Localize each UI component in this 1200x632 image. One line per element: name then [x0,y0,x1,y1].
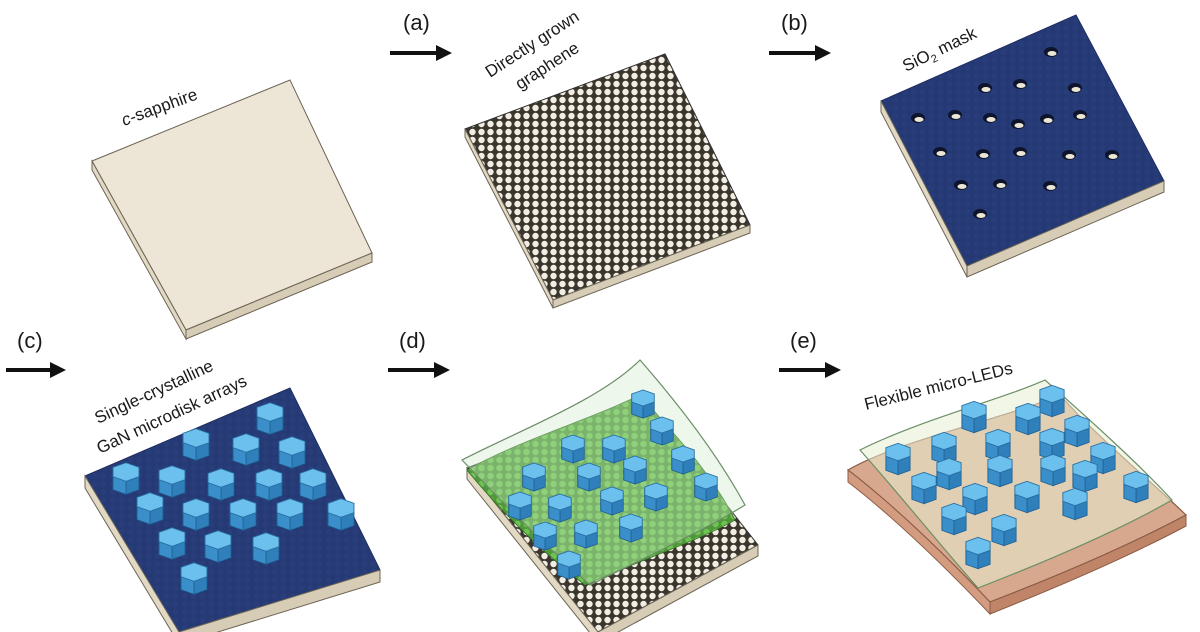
gan-microdisk [182,498,210,531]
transferred-microdisk [561,434,585,464]
transferred-microdisk [694,472,718,502]
mask-hole [1040,114,1054,124]
flexible-micro-led [1015,402,1041,436]
mask-hole [1073,110,1087,120]
gan-microdisk [158,527,186,560]
step-label-e: (e) [790,328,817,353]
transferred-microdisk [671,445,695,475]
flexible-micro-led [931,431,957,465]
transferred-microdisk-array [508,389,718,580]
flexible-micro-led [941,502,967,536]
graphene-substrate [464,53,751,309]
flexible-micro-led [911,471,937,505]
mask-hole [954,180,968,190]
gan-array-substrate [84,387,381,632]
flexible-led-array [885,384,1149,570]
flexible-micro-led [961,400,987,434]
flexible-micro-led [962,482,988,516]
transferred-microdisk [557,550,581,580]
gan-microdisk [256,402,284,435]
gan-microdisk [232,433,260,466]
step-label-a: (a) [403,10,430,35]
step-label-d: (d) [399,328,426,353]
flexible-micro-led [1072,459,1098,493]
mask-hole [976,149,990,159]
mask-hole [978,83,992,93]
right-arrow-icon [390,45,452,61]
flexible-micro-led [965,536,991,570]
sapphire-substrate [91,79,373,341]
transferred-microdisk [631,389,655,419]
gan-microdisk [255,468,283,501]
gan-microdisk [299,468,327,501]
transferred-microdisk [600,486,624,516]
flexible-micro-led [1039,427,1065,461]
mask-hole [911,113,925,123]
gan-microdisk [229,498,257,531]
transferred-microdisk [574,519,598,549]
mask-hole [983,113,997,123]
transferred-microdisk [623,455,647,485]
mask-hole [1013,79,1027,89]
right-arrow-icon [779,362,841,378]
flexible-transparent-film [859,379,1173,589]
gan-microdisk [204,530,232,563]
flexible-micro-led [1039,384,1065,418]
gan-microdisk [276,498,304,531]
flexible-micro-led [991,513,1017,547]
mask-hole [1044,47,1058,57]
gan-microdisk [252,532,280,565]
transferred-microdisk [619,513,643,543]
gan-microdisk [327,498,355,531]
gan-microdisk [112,462,140,495]
transferred-microdisk [522,462,546,492]
mask-hole [973,209,987,219]
sio2-mask-substrate [880,14,1165,278]
flexible-micro-led [1040,453,1066,487]
flexible-micro-led [1014,480,1040,514]
flexible-micro-led [987,454,1013,488]
transferred-microdisk [644,482,668,512]
mask-hole [1043,181,1057,191]
mask-hole [1013,147,1027,157]
gan-microdisk [278,436,306,469]
step-label-b: (b) [781,10,808,35]
mask-hole [1105,150,1119,160]
gan-microdisk [182,428,210,461]
mask-holes [911,47,1119,219]
transferred-microdisk [577,462,601,492]
gan-microdisk-array [112,402,355,595]
gan-microdisk [158,465,186,498]
mask-hole [1062,150,1076,160]
mask-hole [933,147,947,157]
mask-hole [948,110,962,120]
right-arrow-icon [769,45,831,61]
transferred-microdisk [508,491,532,521]
gan-microdisk [136,492,164,525]
transferred-microdisk [650,416,674,446]
flexible-micro-led [1123,470,1149,504]
right-arrow-icon [388,362,450,378]
gan-microdisk [207,468,235,501]
transferred-microdisk [548,493,572,523]
right-arrow-icon [6,362,66,378]
flexible-micro-led [1062,487,1088,521]
flexible-micro-led [1064,414,1090,448]
gan-microdisk [180,562,208,595]
flexible-micro-led [885,442,911,476]
mask-hole [1011,119,1025,129]
flexible-micro-led [936,457,962,491]
mask-hole [993,179,1007,189]
transferred-microdisk [533,521,557,551]
mask-hole [1068,83,1082,93]
step-label-c: (c) [17,328,43,353]
transferred-microdisk [602,434,626,464]
